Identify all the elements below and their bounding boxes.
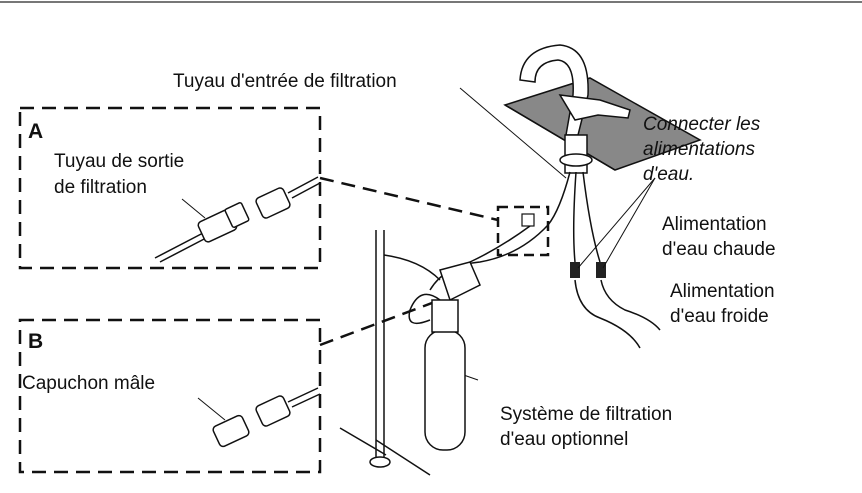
- cold-supply-line-2: d'eau froide: [670, 306, 769, 327]
- detail-box-a: [18, 106, 322, 270]
- detail-a-tag: A: [28, 120, 44, 143]
- filter-system-line-1: Système de filtration: [500, 404, 673, 425]
- hot-supply-line-2: d'eau chaude: [662, 239, 776, 260]
- connect-supplies-line-2: alimentations: [643, 139, 755, 160]
- detail-a-fittings: [154, 176, 321, 263]
- connection-zoom-box: [496, 205, 550, 257]
- detail-a-label-line-2: de filtration: [54, 177, 147, 198]
- detail-box-b: [18, 318, 322, 474]
- connect-supplies-line-1: Connecter les: [643, 114, 761, 135]
- filter-system: [339, 230, 481, 476]
- detail-b-fittings: [197, 387, 321, 448]
- cold-supply-line-1: Alimentation: [670, 281, 775, 302]
- filter-system-line-2: d'eau optionnel: [500, 429, 629, 450]
- detail-b-label: Capuchon mâle: [22, 373, 156, 394]
- inlet-tube-label: Tuyau d'entrée de filtration: [173, 71, 397, 92]
- faucet: [519, 44, 631, 174]
- connect-supplies-line-3: d'eau.: [643, 164, 695, 185]
- detail-a-label-line-1: Tuyau de sortie: [54, 151, 185, 172]
- hot-supply-line-1: Alimentation: [662, 214, 767, 235]
- detail-b-tag: B: [28, 330, 44, 353]
